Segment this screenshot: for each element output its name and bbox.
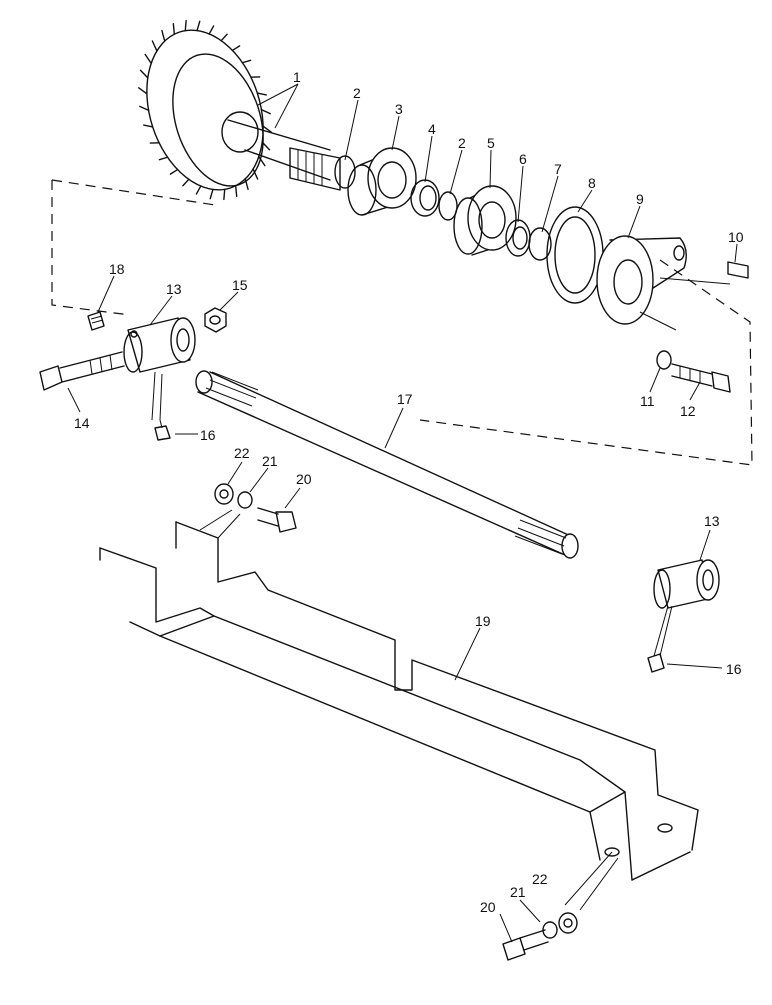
grease-nipple-18 <box>88 312 104 330</box>
gear-tooth <box>210 189 213 198</box>
flange-housing-9 <box>597 236 686 324</box>
gear-tooth <box>170 170 177 175</box>
gear-tooth <box>242 60 250 62</box>
channel-guard-19 <box>100 522 698 880</box>
callout-13-right: 13 <box>704 513 720 529</box>
splined-shaft-17 <box>196 371 578 558</box>
callout-10: 10 <box>728 229 744 245</box>
callout-20-top: 20 <box>296 471 312 487</box>
callout-5: 5 <box>487 135 495 151</box>
lock-washer-21-top <box>238 492 252 508</box>
washer-22-bottom <box>559 913 577 933</box>
gear-tooth <box>173 24 174 35</box>
callout-19: 19 <box>475 613 491 629</box>
callout-16-top: 16 <box>200 427 216 443</box>
coupling-13-top <box>124 318 195 372</box>
nut-15 <box>205 308 226 332</box>
bolt-20-top <box>258 508 296 532</box>
gear-tooth <box>221 34 227 40</box>
callout-21-bottom: 21 <box>510 884 526 900</box>
gear-tooth <box>144 125 153 127</box>
gear-tooth <box>224 189 225 199</box>
callout-22-top: 22 <box>234 445 250 461</box>
gear-tooth <box>152 41 157 51</box>
callout-20-bottom: 20 <box>480 899 496 915</box>
gear-tooth <box>159 157 167 159</box>
gear-tooth <box>145 54 151 63</box>
gear-tooth <box>183 179 189 185</box>
gear-tooth <box>196 186 200 194</box>
callout-1: 1 <box>293 69 301 85</box>
callout-4: 4 <box>428 121 436 137</box>
callout-22-bottom: 22 <box>532 871 548 887</box>
callout-16-right: 16 <box>726 661 742 677</box>
callout-15: 15 <box>232 277 248 293</box>
gear-tooth <box>162 31 165 41</box>
callout-18: 18 <box>109 261 125 277</box>
gear-tooth <box>141 70 148 78</box>
gear-tooth <box>257 93 266 95</box>
washer-22-top <box>215 484 233 504</box>
callout-8: 8 <box>588 175 596 191</box>
callout-21-top: 21 <box>262 453 278 469</box>
callout-3: 3 <box>395 101 403 117</box>
gear-tooth <box>185 21 186 31</box>
gear-tooth <box>197 21 200 30</box>
leader-lines <box>68 84 737 942</box>
washer-11 <box>657 351 671 369</box>
grease-nipple-16-right <box>648 654 664 672</box>
gear-tooth <box>232 46 239 51</box>
crown-wheel-gear <box>127 15 282 205</box>
callout-6: 6 <box>519 151 527 167</box>
grease-nipple-16-top <box>155 420 170 440</box>
callout-9: 9 <box>636 191 644 207</box>
bolt-14 <box>40 352 124 390</box>
callout-7: 7 <box>554 161 562 177</box>
callout-14: 14 <box>74 415 90 431</box>
bearing-3 <box>348 148 416 215</box>
coupling-13-right <box>654 560 719 608</box>
pin-10 <box>728 262 748 278</box>
gear-tooth <box>236 186 237 197</box>
callout-2b: 2 <box>458 135 466 151</box>
bolt-20-bottom <box>503 930 548 960</box>
spacer-4 <box>411 180 439 216</box>
callout-11: 11 <box>640 393 655 409</box>
gasket-8 <box>547 207 603 303</box>
callout-12: 12 <box>680 403 696 419</box>
gear-tooth <box>139 88 147 94</box>
callout-2a: 2 <box>353 85 361 101</box>
callout-13-top: 13 <box>166 281 182 297</box>
gear-tooth <box>209 26 213 34</box>
bolt-12 <box>672 364 730 392</box>
callout-17: 17 <box>397 391 413 407</box>
